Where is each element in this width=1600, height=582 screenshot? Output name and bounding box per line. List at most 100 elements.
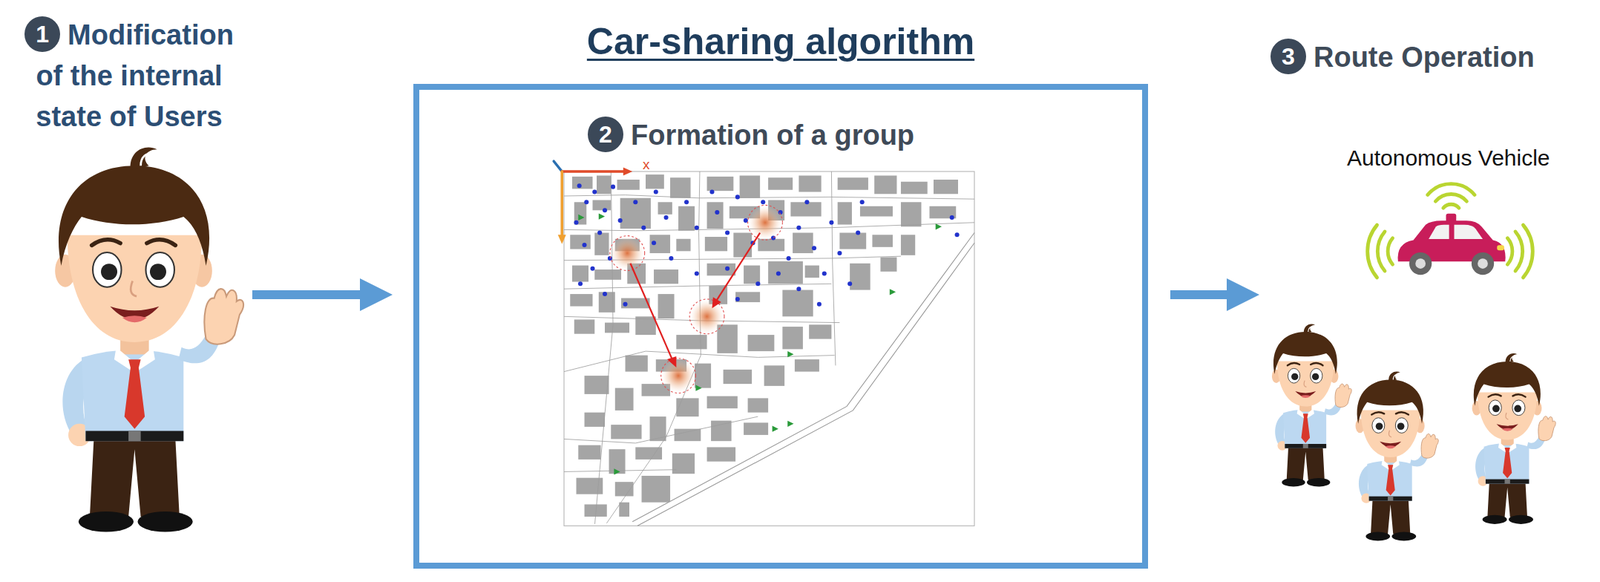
illustration-part xyxy=(564,283,832,289)
illustration-part xyxy=(684,199,689,205)
illustration-part xyxy=(874,175,897,195)
illustration-part xyxy=(743,422,769,435)
illustration-part xyxy=(782,290,813,317)
illustration-part xyxy=(714,210,720,215)
illustration-part xyxy=(705,236,728,251)
illustration-part xyxy=(716,233,760,302)
illustration-part xyxy=(900,234,916,256)
illustration-part xyxy=(676,397,699,417)
illustration-part xyxy=(817,302,822,307)
axis-label: x xyxy=(642,156,651,173)
illustration-part xyxy=(768,261,803,284)
illustration-part xyxy=(776,271,781,277)
step-group: 3Route Operation xyxy=(1261,37,1589,550)
illustration-part xyxy=(592,200,612,211)
arrow-shaft xyxy=(1170,290,1229,300)
illustration-part xyxy=(1367,184,1534,278)
illustration-part xyxy=(610,204,783,393)
illustration-part xyxy=(564,195,975,200)
city-map xyxy=(553,161,975,526)
illustration-part xyxy=(811,245,817,251)
illustration-part xyxy=(709,189,714,194)
illustration-part xyxy=(796,225,801,231)
illustration-part xyxy=(610,235,645,271)
illustration-part xyxy=(617,179,640,190)
illustration-part xyxy=(735,296,740,302)
illustration-part xyxy=(672,453,695,475)
illustration-part xyxy=(667,356,677,368)
illustration-part xyxy=(955,232,960,237)
illustration-part xyxy=(670,177,691,199)
callout-number: 3 xyxy=(1270,38,1307,75)
illustration-part xyxy=(661,358,697,394)
heading-text: Route Operation xyxy=(1313,41,1535,73)
illustration-part xyxy=(743,218,749,223)
illustration-part xyxy=(748,204,783,240)
illustration-part xyxy=(558,234,567,244)
illustration-part xyxy=(564,469,677,472)
illustration-part xyxy=(839,233,867,250)
step-group: 1Modification of the internal state of U… xyxy=(10,14,248,535)
step-panel: 2Formation of a group xyxy=(564,115,980,531)
illustration-part xyxy=(1377,231,1385,271)
illustration-part xyxy=(837,201,852,225)
illustration-part xyxy=(609,448,626,474)
illustration-part xyxy=(1387,238,1393,265)
illustration-part xyxy=(787,420,794,427)
illustration-part xyxy=(792,233,814,254)
illustration-part xyxy=(620,198,651,229)
illustration-part xyxy=(716,324,738,354)
illustration-part xyxy=(564,171,975,526)
illustration-part xyxy=(748,334,775,352)
illustration-part xyxy=(578,214,585,221)
illustration-part xyxy=(808,324,832,339)
illustration-part xyxy=(596,175,611,195)
user-figure xyxy=(1472,353,1557,524)
illustration-part xyxy=(674,428,702,442)
illustration-part xyxy=(572,265,589,283)
illustration-part xyxy=(623,166,633,176)
illustration-part xyxy=(658,201,673,215)
illustration-part xyxy=(831,171,836,366)
illustration-part xyxy=(743,265,760,285)
callout-number: 2 xyxy=(587,116,624,153)
illustration-part xyxy=(630,263,672,360)
step-heading: 2Formation of a group xyxy=(587,115,915,156)
illustration-part xyxy=(602,207,608,213)
illustration-part xyxy=(658,293,675,319)
illustration-part xyxy=(641,475,671,503)
illustration-part xyxy=(735,194,740,199)
illustration-part xyxy=(790,201,821,216)
illustration-part xyxy=(578,281,583,286)
illustration-part xyxy=(786,256,792,261)
illustration-part xyxy=(707,201,724,229)
illustration-part xyxy=(880,257,897,272)
illustration-part xyxy=(735,291,760,303)
step-heading: 3Route Operation xyxy=(1270,37,1535,78)
illustration-part xyxy=(553,161,633,244)
box-title: Car-sharing algorithm xyxy=(419,20,1143,63)
illustration-part xyxy=(1367,224,1378,278)
illustration-part xyxy=(782,326,803,349)
illustration-part xyxy=(573,220,579,225)
illustration-part xyxy=(871,234,893,248)
illustration-part xyxy=(574,201,588,225)
illustration-part xyxy=(1415,258,1426,269)
illustration-part xyxy=(933,179,959,194)
illustration-part xyxy=(796,286,801,291)
illustration-part xyxy=(574,319,596,334)
illustration-part xyxy=(1507,238,1512,265)
illustration-part xyxy=(748,206,782,239)
illustration-part xyxy=(572,176,593,190)
illustration-part xyxy=(855,230,861,236)
illustration-part xyxy=(633,199,638,205)
user-figure xyxy=(1355,371,1439,542)
illustration-part xyxy=(650,416,667,441)
illustration-part xyxy=(637,242,975,526)
illustration-part xyxy=(610,424,642,439)
illustration-part xyxy=(748,397,769,412)
illustration-part xyxy=(725,266,730,271)
illustration-part xyxy=(707,396,738,409)
illustration-part xyxy=(694,271,700,277)
